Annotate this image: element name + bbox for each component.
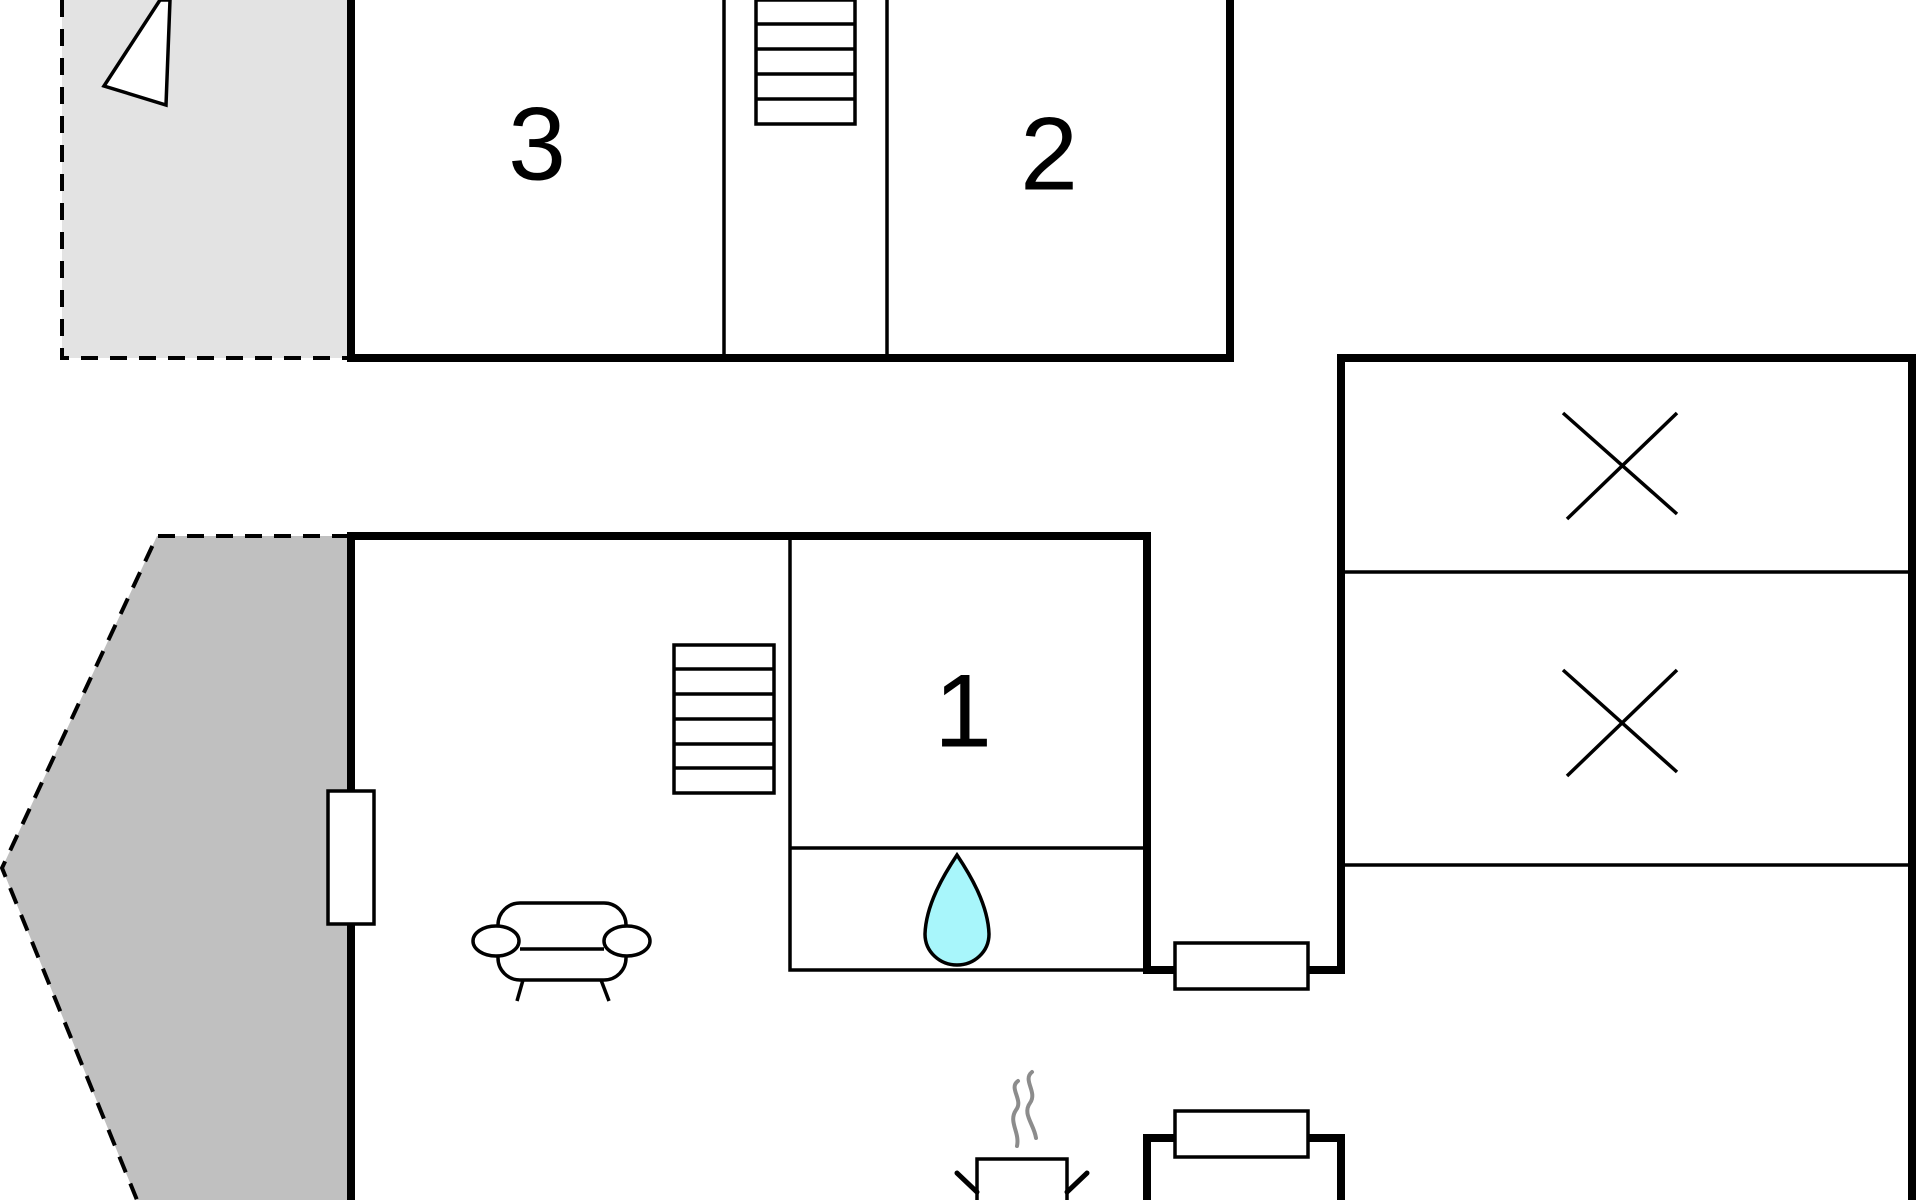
terrace-lower	[0, 534, 349, 1200]
compass-arrow-icon	[101, 0, 172, 108]
sofa-icon	[471, 901, 652, 1002]
window-icon	[1173, 1109, 1310, 1159]
window-icon	[326, 789, 376, 926]
terrace-upper-fill	[62, 0, 349, 358]
main-block-walls	[347, 532, 1181, 1200]
east-wing-walls	[1303, 354, 1916, 1200]
terrace-lower-outline	[0, 534, 349, 1200]
main-block: 1	[326, 532, 1181, 1200]
room-1-walls	[788, 536, 1143, 972]
window-icon	[1173, 941, 1310, 991]
lower-corridor-walls	[1143, 1134, 1181, 1200]
stairs-icon	[672, 643, 776, 795]
bed-cross-icon	[1561, 668, 1679, 778]
east-wing	[1143, 354, 1916, 1200]
hot-drink-icon	[954, 1070, 1090, 1200]
water-drop-icon	[923, 851, 991, 967]
stairs-icon	[754, 0, 857, 126]
terrace-lower-fill	[2, 536, 349, 1200]
room-number-1: 1	[934, 653, 992, 769]
upper-block-walls	[347, 0, 1234, 362]
terrace-upper-outline	[60, 0, 349, 360]
room-number-2: 2	[1020, 96, 1078, 212]
upper-block: 3 2	[347, 0, 1234, 362]
lower-corridor-walls-right	[1303, 1134, 1345, 1200]
terrace-upper	[60, 0, 349, 360]
bed-cross-icon	[1561, 411, 1679, 521]
room-number-3: 3	[508, 86, 566, 202]
